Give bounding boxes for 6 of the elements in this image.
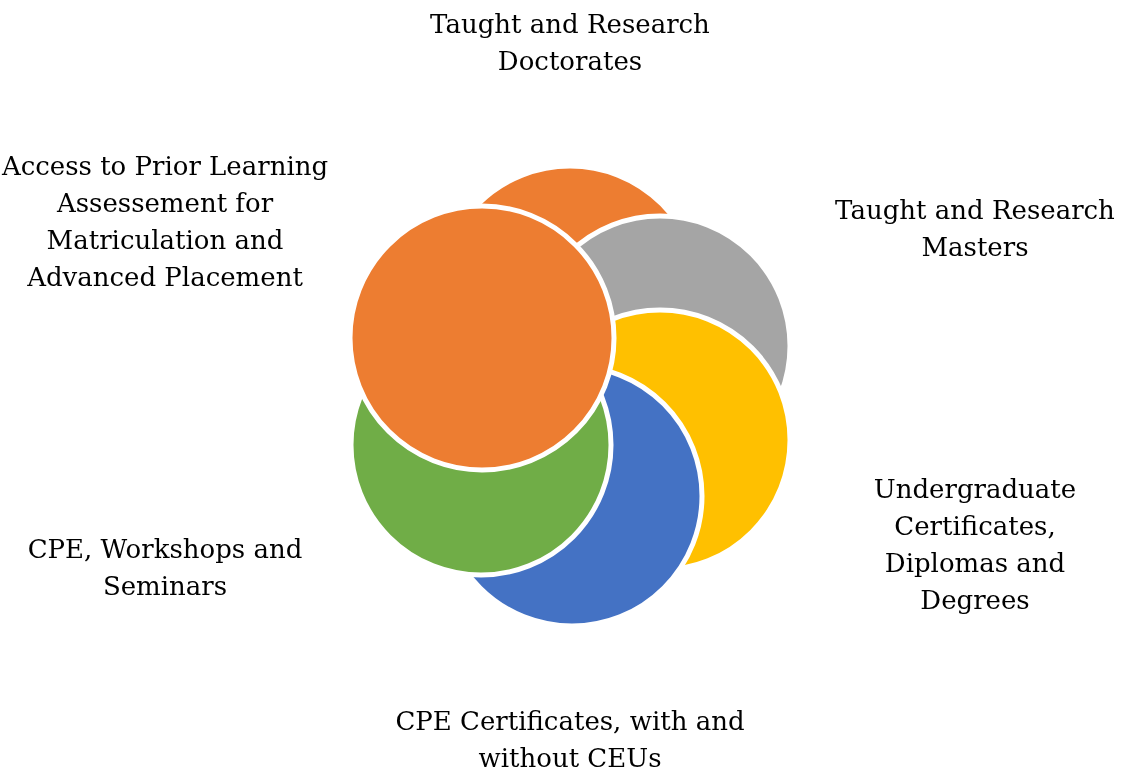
circle-label: Undergraduate Certificates, Diplomas and Degrees xyxy=(872,473,1078,617)
circle-label: Access to Prior Learning Assessement for Matriculation and Advanced Placement xyxy=(0,150,330,294)
circle-label: CPE Certificates, with and without CEUs xyxy=(394,705,746,775)
circle-label: CPE, Workshops and Seminars xyxy=(26,533,304,603)
circle-label: Taught and Research Doctorates xyxy=(429,8,711,78)
circle-label: Taught and Research Masters xyxy=(834,194,1116,264)
